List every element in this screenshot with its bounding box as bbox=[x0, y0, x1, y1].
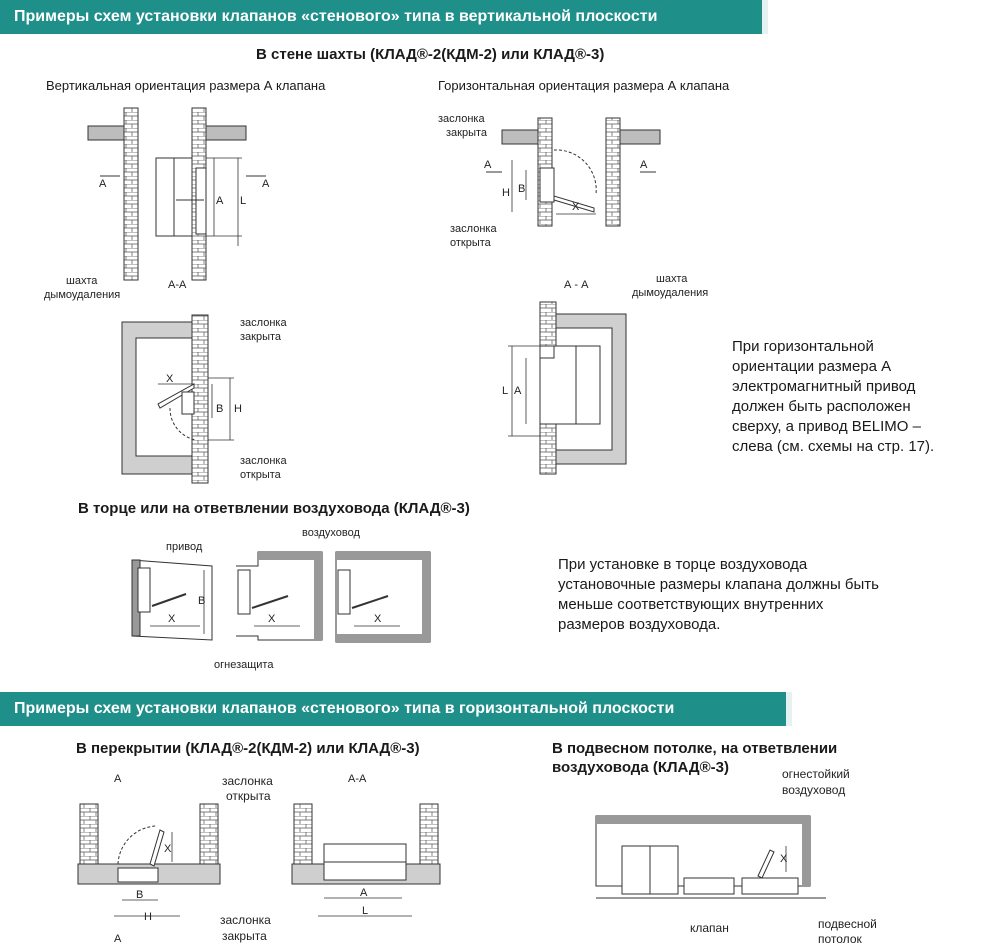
note-line: электромагнитный привод bbox=[732, 378, 916, 395]
note-line: При установке в торце воздуховода bbox=[558, 556, 808, 573]
label-dimension-b: В bbox=[216, 403, 223, 415]
drawing-vertical-orientation bbox=[87, 107, 266, 281]
label-section-a: А bbox=[99, 178, 107, 190]
label-damper-closed: заслонка bbox=[220, 913, 271, 927]
label-section-a: А bbox=[114, 773, 122, 785]
note-line: сверху, а привод BELIMO – bbox=[732, 418, 921, 435]
note-line: размеров воздуховода. bbox=[558, 616, 721, 633]
label-dimension-x: X bbox=[164, 843, 172, 855]
label-damper-closed: заслонка bbox=[438, 113, 485, 125]
label-shaft: дымоудаления bbox=[44, 289, 120, 301]
note-line: слева (см. схемы на стр. 17). bbox=[732, 438, 935, 455]
ceiling-title-2: воздуховода (КЛАД®-3) bbox=[552, 759, 729, 776]
note-line: ориентации размера А bbox=[732, 358, 892, 375]
drawing-floor-slab-section bbox=[291, 803, 441, 917]
label-dimension-b: В bbox=[136, 889, 143, 901]
label-valve: клапан bbox=[690, 921, 729, 935]
label-damper-open: открыта bbox=[450, 237, 492, 249]
label-fire-protection: огнезащита bbox=[214, 659, 274, 671]
drawing-duct-branch-1 bbox=[236, 551, 323, 641]
drawing-horizontal-orientation bbox=[486, 117, 661, 227]
section2-title: Примеры схем установки клапанов «стеново… bbox=[14, 700, 675, 717]
drawing-duct-end bbox=[131, 559, 213, 641]
label-dimension-l: L bbox=[362, 905, 368, 917]
section2-banner: Примеры схем установки клапанов «стеново… bbox=[0, 692, 792, 726]
label-section-a: А bbox=[640, 159, 648, 171]
label-suspended-ceiling: потолок bbox=[818, 932, 862, 946]
label-damper-open: открыта bbox=[226, 789, 271, 803]
label-fire-resistant-duct: огнестойкий bbox=[782, 767, 850, 781]
drawing-horizontal-section-aa bbox=[508, 301, 627, 475]
label-dimension-x: X bbox=[572, 201, 580, 213]
label-dimension-x: X bbox=[374, 613, 382, 625]
label-shaft: дымоудаления bbox=[632, 287, 708, 299]
duct-end-note: При установке в торце воздуховода устано… bbox=[558, 555, 879, 635]
label-dimension-h: Н bbox=[502, 187, 510, 199]
drawing-duct-branch-2 bbox=[335, 551, 431, 643]
section1-title: Примеры схем установки клапанов «стеново… bbox=[14, 8, 658, 25]
label-dimension-x: X bbox=[780, 853, 788, 865]
label-dimension-h: Н bbox=[234, 403, 242, 415]
label-damper-open: открыта bbox=[240, 469, 282, 481]
ceiling-title-1: В подвесном потолке, на ответвлении bbox=[552, 740, 838, 757]
label-section-aa: А-А bbox=[168, 279, 187, 291]
label-drive: привод bbox=[166, 541, 203, 553]
label-damper-open: заслонка bbox=[222, 774, 273, 788]
label-suspended-ceiling: подвесной bbox=[818, 917, 877, 931]
label-damper-closed: закрыта bbox=[446, 127, 488, 139]
label-damper-open: заслонка bbox=[450, 223, 497, 235]
label-section-a: А bbox=[114, 933, 122, 945]
note-line: установочные размеры клапана должны быть bbox=[558, 576, 879, 593]
label-section-aa: А-А bbox=[348, 773, 367, 785]
label-section-aa: А - А bbox=[564, 279, 589, 291]
label-damper-open: заслонка bbox=[240, 455, 287, 467]
shaft-title: В стене шахты (КЛАД®-2(КДМ-2) или КЛАД®-… bbox=[256, 46, 605, 63]
label-damper-closed: закрыта bbox=[240, 331, 282, 343]
drawing-floor-slab bbox=[77, 803, 221, 917]
left-caption: Вертикальная ориентация размера А клапан… bbox=[46, 78, 326, 93]
note-line: При горизонтальной bbox=[732, 338, 874, 355]
horizontal-orientation-note: При горизонтальной ориентации размера А … bbox=[732, 337, 934, 457]
label-damper-closed: закрыта bbox=[222, 929, 267, 943]
note-line: должен быть расположен bbox=[732, 398, 911, 415]
label-dimension-x: X bbox=[168, 613, 176, 625]
label-dimension-a: А bbox=[514, 385, 522, 397]
right-caption: Горизонтальная ориентация размера А клап… bbox=[438, 78, 730, 93]
label-dimension-b: В bbox=[198, 595, 205, 607]
drawing-suspended-ceiling bbox=[595, 815, 826, 899]
label-dimension-b: В bbox=[518, 183, 525, 195]
label-dimension-x: X bbox=[166, 373, 174, 385]
label-dimension-a: А bbox=[360, 887, 368, 899]
label-shaft: шахта bbox=[656, 273, 688, 285]
label-dimension-l: L bbox=[502, 385, 508, 397]
label-dimension-h: Н bbox=[144, 911, 152, 923]
label-dimension-x: X bbox=[268, 613, 276, 625]
label-damper-closed: заслонка bbox=[240, 317, 287, 329]
label-dimension-l: L bbox=[240, 195, 246, 207]
label-duct: воздуховод bbox=[302, 527, 361, 539]
drawing-vertical-section-aa bbox=[121, 314, 234, 484]
label-fire-resistant-duct: воздуховод bbox=[782, 783, 845, 797]
label-dimension-a: А bbox=[216, 195, 224, 207]
note-line: меньше соответствующих внутренних bbox=[558, 596, 824, 613]
label-section-a: А bbox=[484, 159, 492, 171]
section1-banner: Примеры схем установки клапанов «стеново… bbox=[0, 0, 768, 34]
floor-title: В перекрытии (КЛАД®-2(КДМ-2) или КЛАД®-3… bbox=[76, 740, 420, 757]
label-section-a: А bbox=[262, 178, 270, 190]
drawing-labels: А А А L шахта дымоудаления А-А заслонка … bbox=[44, 113, 877, 946]
duct-section-title: В торце или на ответвлении воздуховода (… bbox=[78, 500, 470, 517]
label-shaft: шахта bbox=[66, 275, 98, 287]
